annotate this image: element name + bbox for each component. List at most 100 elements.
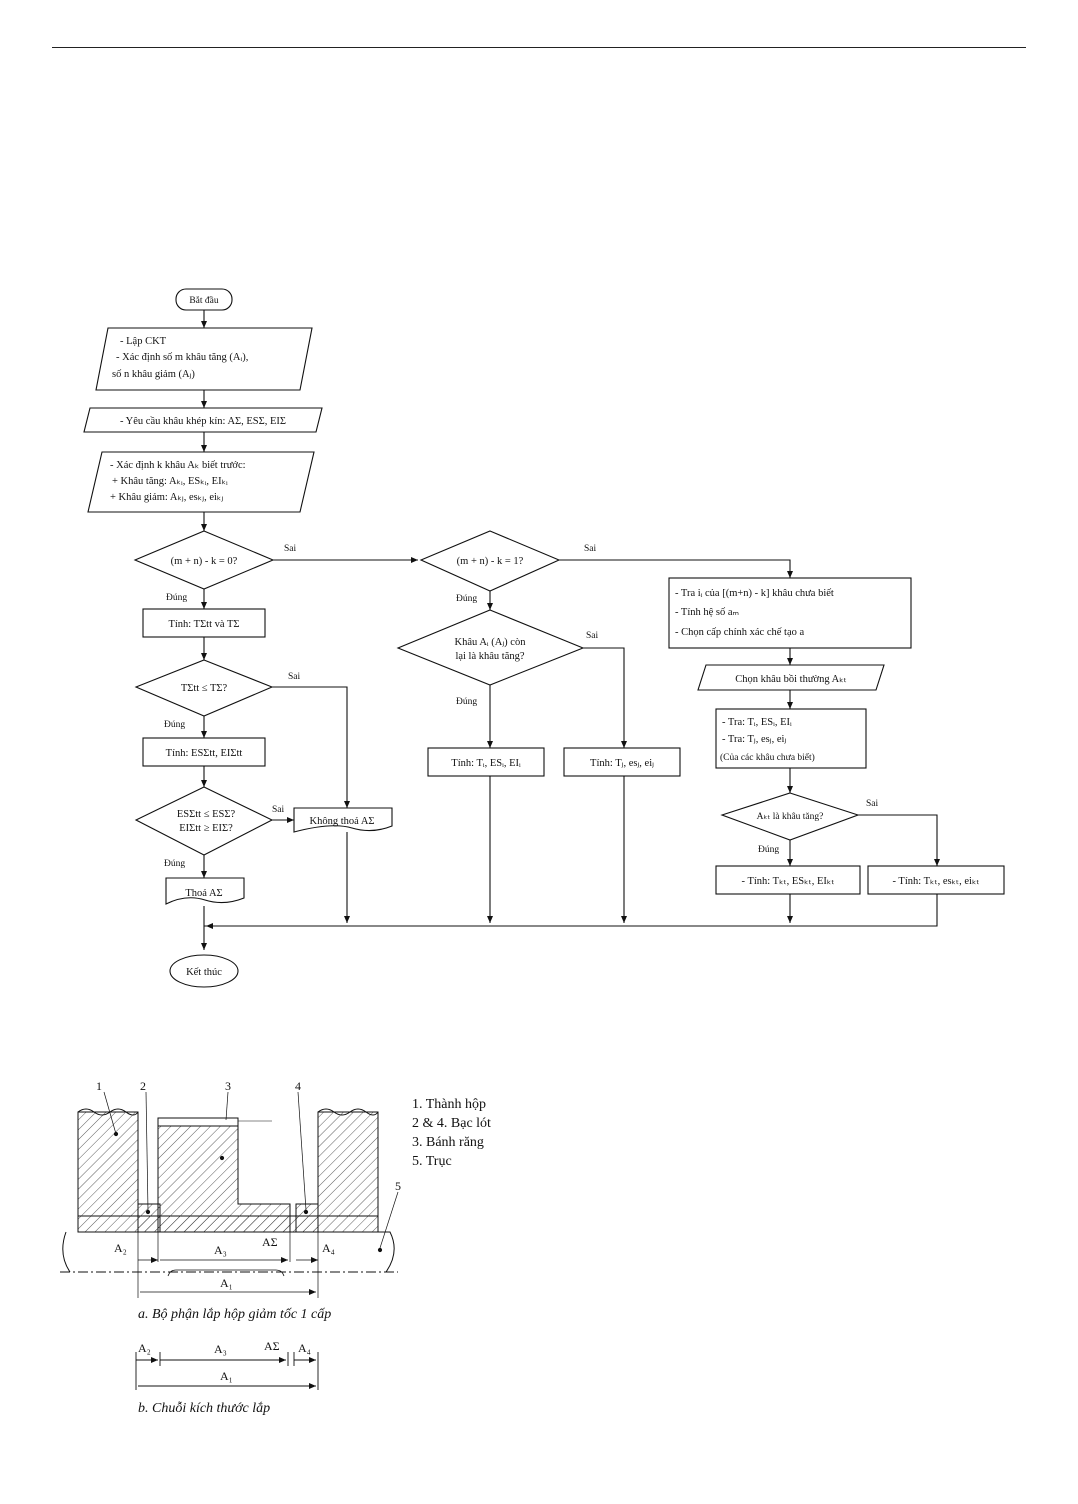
chain-A4: A₄ [298,1341,311,1355]
dec3-no: Sai [586,631,599,641]
step1-line1: - Lập CKT [120,336,167,347]
start-label: Bắt đầu [189,295,219,306]
flowchart-text: Bắt đầu - Lập CKT - Xác định số m khâu t… [110,295,980,978]
dec5-no: Sai [272,805,285,815]
choose-label: Chọn khâu bồi thường Aₖₜ [735,674,847,685]
dec2-yes: Đúng [456,594,477,604]
callout-3: 3 [225,1079,231,1093]
flowchart [83,288,1005,988]
calc-ES-label: Tính: ESΣtt, EIΣtt [166,748,243,759]
dec4-no: Sai [288,672,301,682]
step3-line2: + Khâu tăng: Aₖᵢ, ESₖᵢ, EIₖᵢ [112,476,228,487]
tra-line2: - Tra: Tⱼ, esⱼ, eiⱼ [722,734,786,745]
callout-2: 2 [140,1079,146,1093]
chain-text: A₂ A₃ AΣ A₄ A₁ b. Chuỗi kích thước lắp [138,1339,311,1416]
dec6-yes: Đúng [758,845,779,855]
dec1-no: Sai [284,544,297,554]
dimension-chain [135,1352,319,1390]
dec5-line1: ESΣtt ≤ ESΣ? [177,809,236,820]
right-box-line3: - Chọn cấp chính xác chế tạo a [675,627,804,638]
calc-ES-box [142,737,266,767]
tra-box [715,708,867,769]
tra-line3: (Của các khâu chưa biết) [720,752,815,763]
legend-3: 3. Bánh răng [412,1135,484,1150]
calc-kt-inc-label: - Tính: Tₖₜ, ESₖₜ, EIₖₜ [742,876,835,887]
dec4-yes: Đúng [164,720,185,730]
calc-kt-dec-label: - Tính: Tₖₜ, esₖₜ, eiₖₜ [892,876,979,887]
step1-line2: - Xác định số m khâu tăng (Aᵢ), [116,352,248,363]
housing-left [77,1111,139,1217]
dec3-yes: Đúng [456,697,477,707]
not-ok-box [293,807,393,833]
step2-box [83,407,323,433]
right-box-line1: - Tra iᵢ của [(m+n) - k] khâu chưa biết [675,588,834,599]
callout-1: 1 [96,1079,102,1093]
right-box-line2: - Tính hệ số aₘ [675,607,740,618]
dec3-line2: lại là khâu tăng? [455,651,524,662]
choose-box [697,664,885,691]
start-node [175,288,233,311]
chain-Asigma: AΣ [264,1339,280,1353]
dec3-line1: Khâu Aᵢ (Aⱼ) còn [455,637,527,648]
chain-A2: A₂ [138,1341,151,1355]
dec2-no: Sai [584,544,597,554]
end-node [169,954,239,988]
gear-rim [157,1117,239,1127]
dec6-no: Sai [866,799,879,809]
dec1-label: (m + n) - k = 0? [171,556,238,567]
dec5-line2: EIΣtt ≥ EIΣ? [179,823,233,834]
step1-box [95,327,313,391]
dec1-yes: Đúng [166,593,187,603]
dec4-label: TΣtt ≤ TΣ? [181,683,228,694]
calc-T-box [142,608,266,638]
assembly-drawing [60,1091,399,1298]
dec2-label: (m + n) - k = 1? [457,556,524,567]
bushing-right [295,1203,319,1233]
ok-box [165,877,245,905]
header-rule [52,47,1026,48]
step3-box [87,451,315,513]
dim-A1: A₁ [220,1276,233,1290]
calc-T-label: Tính: TΣtt và TΣ [168,619,239,630]
housing-right [317,1111,379,1217]
dim-Asigma: AΣ [262,1235,278,1249]
end-label: Kết thúc [186,967,222,978]
chain-A3: A₃ [214,1342,227,1356]
right-box [668,577,912,649]
tra-line1: - Tra: Tᵢ, ESᵢ, EIᵢ [722,717,792,728]
callout-5: 5 [395,1179,401,1193]
bushing-left [137,1203,161,1233]
assembly-text: 1 2 3 4 5 A₂ A₃ AΣ A₄ A₁ 1. Thành hộp 2 … [96,1079,491,1322]
legend-2: 2 & 4. Bạc lót [412,1116,491,1131]
step2-label: - Yêu cầu khâu khép kín: AΣ, ESΣ, EIΣ [120,416,286,427]
chain-A1: A₁ [220,1369,233,1383]
dec1-diamond [133,530,275,590]
caption-a: a. Bộ phận lắp hộp giảm tốc 1 cấp [138,1307,331,1322]
step1-line3: số n khâu giảm (Aⱼ) [112,369,195,380]
dim-A2: A₂ [114,1241,127,1255]
legend-4: 5. Trục [412,1154,452,1169]
gear [157,1117,291,1233]
dec6-label: Aₖₜ là khâu tăng? [757,812,824,822]
dim-A3: A₃ [214,1243,227,1257]
calc-j-label: Tính: Tⱼ, esⱼ, eiⱼ [590,758,654,769]
ok-label: Thoả AΣ [185,888,222,899]
calc-kt-dec-box [867,865,1005,895]
caption-b: b. Chuỗi kích thước lắp [138,1401,270,1416]
dec5-yes: Đúng [164,859,185,869]
calc-kt-inc-box [715,865,861,895]
callout-4: 4 [295,1079,301,1093]
not-ok-label: Không thoả AΣ [309,816,374,827]
dim-A4: A₄ [322,1241,335,1255]
step3-line1: - Xác định k khâu Aₖ biết trước: [110,460,246,471]
dec5-diamond [134,786,274,856]
calc-i-box [427,747,545,777]
dec3-diamond [396,609,585,686]
calc-j-box [563,747,681,777]
dec2-diamond [419,530,561,592]
step3-line3: + Khâu giảm: Aₖⱼ, esₖⱼ, eiₖⱼ [110,492,223,503]
dec4-diamond [134,659,274,717]
legend-1: 1. Thành hộp [412,1097,486,1112]
dec6-diamond [720,792,860,841]
